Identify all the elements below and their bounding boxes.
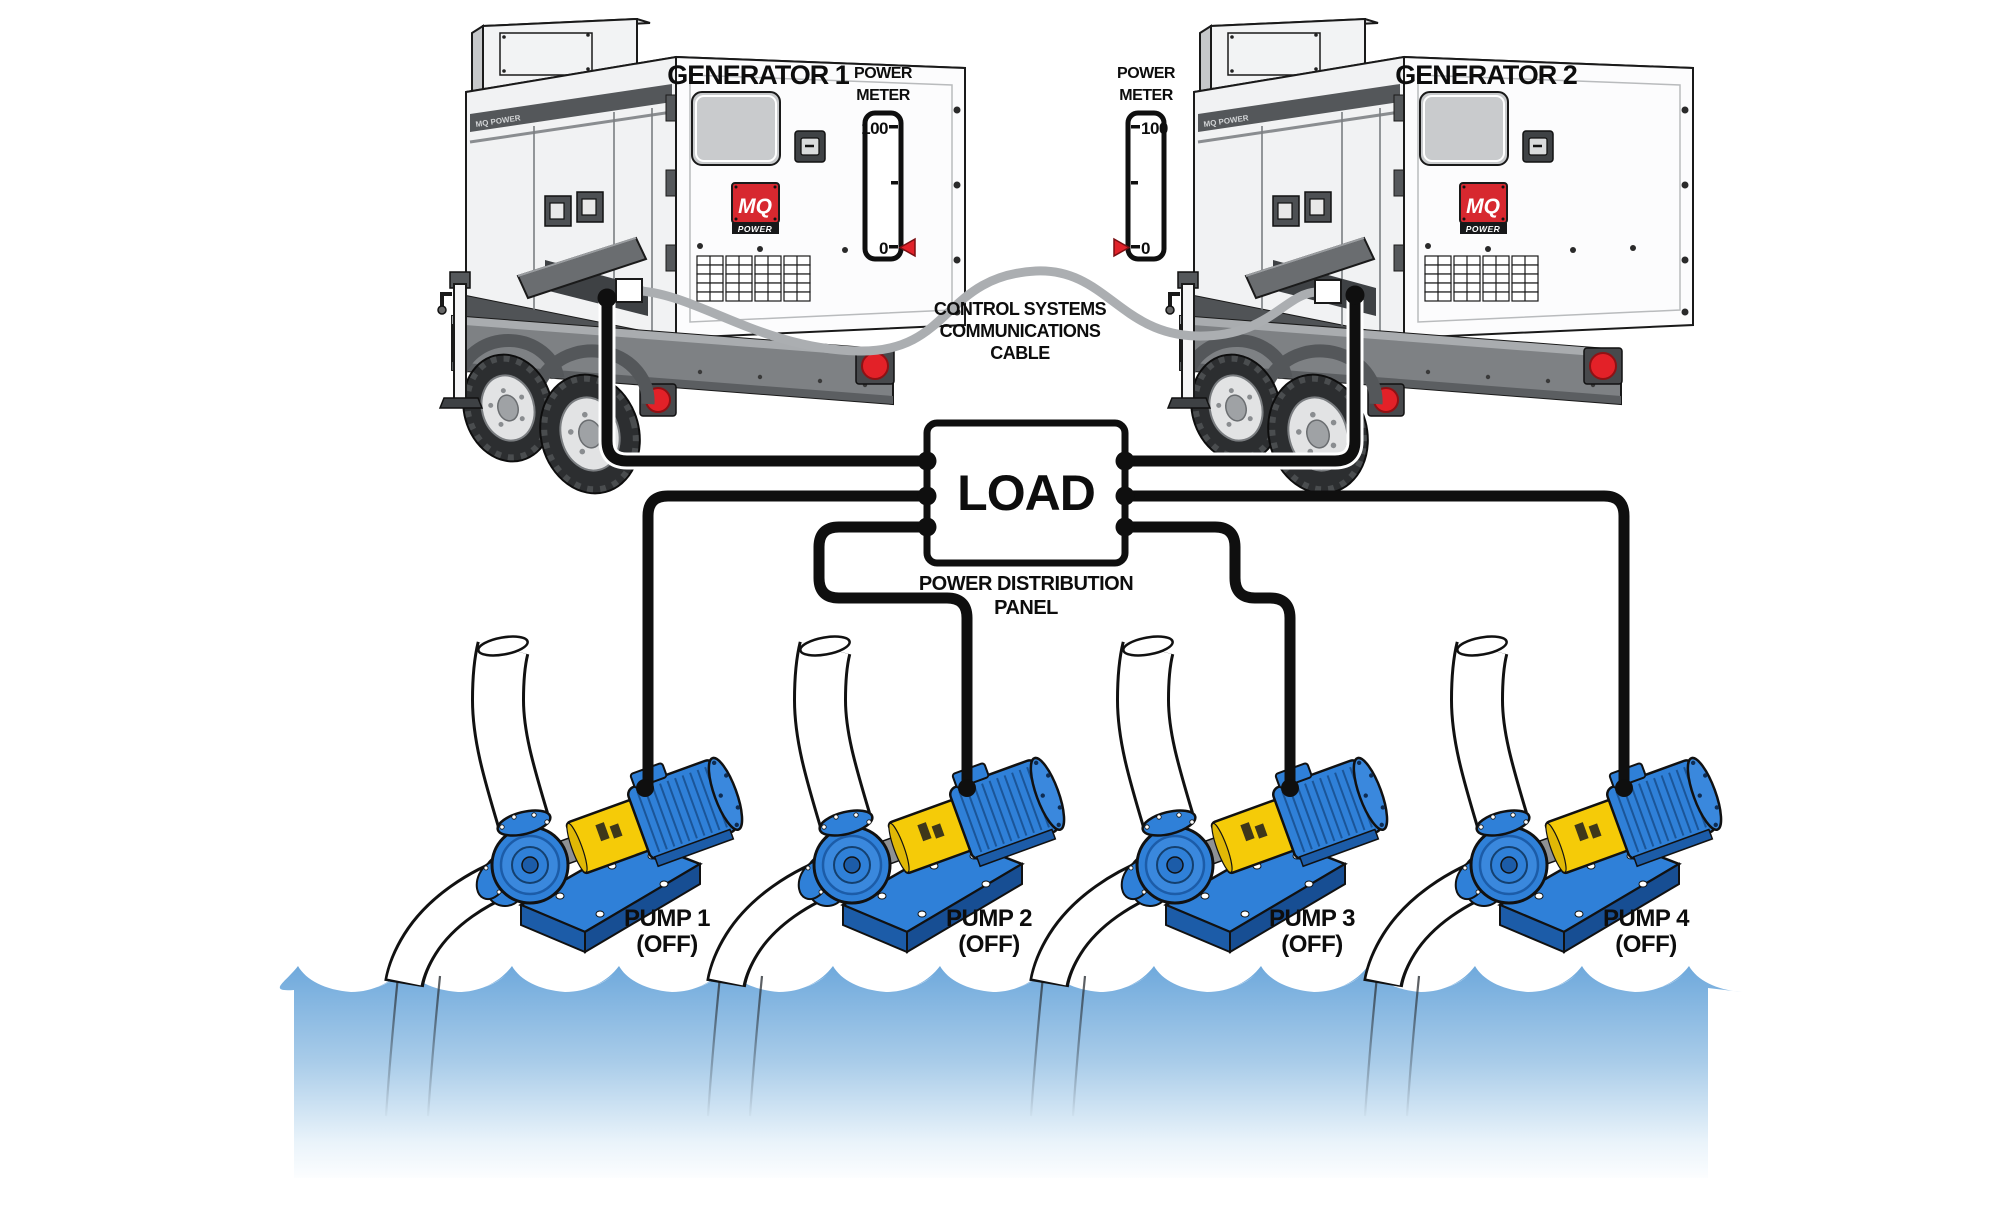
logo-text: MQ	[1466, 195, 1500, 218]
comms-connector-box	[615, 278, 643, 303]
meter-min: 0	[1141, 239, 1150, 258]
meter-title: METER	[856, 87, 910, 104]
comms-connector-box	[1314, 279, 1342, 304]
pump-2-status: (OFF)	[958, 931, 1019, 958]
comms-label-line2: COMMUNICATIONS	[940, 321, 1101, 341]
cable-terminals	[597, 285, 1633, 797]
generator-1-label: GENERATOR 1	[667, 60, 850, 90]
logo-sub-text: POWER	[738, 224, 773, 234]
pump-4-label: PUMP 4	[1603, 905, 1690, 932]
submerged-hose-line	[706, 975, 722, 1117]
generator-2-label: GENERATOR 2	[1395, 60, 1577, 90]
submerged-hose-line	[384, 975, 400, 1117]
pump-4-status: (OFF)	[1615, 931, 1676, 958]
generator-2-terminal	[1345, 285, 1365, 305]
pump-1-status: (OFF)	[636, 931, 697, 958]
load-caption-line2: PANEL	[994, 597, 1058, 619]
meter-max: 100	[861, 119, 888, 138]
comms-label-line3: CABLE	[990, 343, 1050, 363]
meter-needle-arrow-icon	[1113, 237, 1131, 258]
communications-cable	[636, 266, 1321, 356]
meter-max: 100	[1141, 119, 1168, 138]
power-meter-1: POWER METER 100 0	[854, 65, 916, 262]
pump-3-terminal	[1281, 779, 1299, 797]
pump-1-label: PUMP 1	[624, 905, 710, 932]
meter-title: METER	[1119, 87, 1173, 104]
cable-load-to-pump1	[642, 490, 921, 788]
meter-scale	[1125, 110, 1167, 262]
load-distribution-panel: LOAD POWER DISTRIBUTION PANEL	[917, 419, 1135, 619]
cable-generator2-to-load	[1129, 300, 1361, 467]
meter-title: POWER	[854, 65, 913, 82]
submerged-hose-line	[1363, 975, 1379, 1117]
submerged-hose-line	[1029, 975, 1045, 1117]
cable-load-to-pump3	[1129, 521, 1296, 788]
cable-load-to-pump2	[813, 521, 973, 788]
water-surface	[279, 966, 1743, 1178]
comms-cable-label: CONTROL SYSTEMS COMMUNICATIONS CABLE	[934, 299, 1107, 363]
load-terminals	[917, 451, 1135, 537]
logo-text: MQ	[738, 195, 772, 218]
pump-3-label: PUMP 3	[1269, 905, 1355, 932]
meter-title: POWER	[1117, 65, 1176, 82]
cable-load-to-pump4	[1129, 490, 1630, 788]
submerged-hose-line	[1405, 975, 1421, 1117]
mq-power-logo: MQ POWER	[1459, 182, 1508, 234]
load-title: LOAD	[957, 465, 1095, 521]
power-cables	[598, 300, 1630, 788]
submerged-hose-line	[426, 975, 442, 1117]
submerged-hose-line	[1071, 975, 1087, 1117]
pump-3-status: (OFF)	[1281, 931, 1342, 958]
meter-scale	[862, 110, 904, 262]
generator-1-terminal	[597, 288, 617, 308]
logo-sub-text: POWER	[1466, 224, 1501, 234]
pump-4-terminal	[1615, 779, 1633, 797]
pump-2-label: PUMP 2	[946, 905, 1032, 932]
comms-label-line1: CONTROL SYSTEMS	[934, 299, 1107, 319]
pump-1-terminal	[636, 779, 654, 797]
meter-min: 0	[879, 239, 888, 258]
water	[279, 966, 1743, 1178]
power-meter-2: POWER METER 100 0	[1113, 65, 1176, 262]
submerged-hose-lines	[384, 975, 1421, 1117]
pump-2-terminal	[958, 779, 976, 797]
meter-needle-arrow-icon	[898, 237, 916, 258]
load-caption-line1: POWER DISTRIBUTION	[919, 573, 1133, 595]
mq-power-logo: MQ POWER	[731, 182, 780, 234]
submerged-hose-line	[748, 975, 764, 1117]
cable-generator1-to-load	[601, 300, 921, 467]
